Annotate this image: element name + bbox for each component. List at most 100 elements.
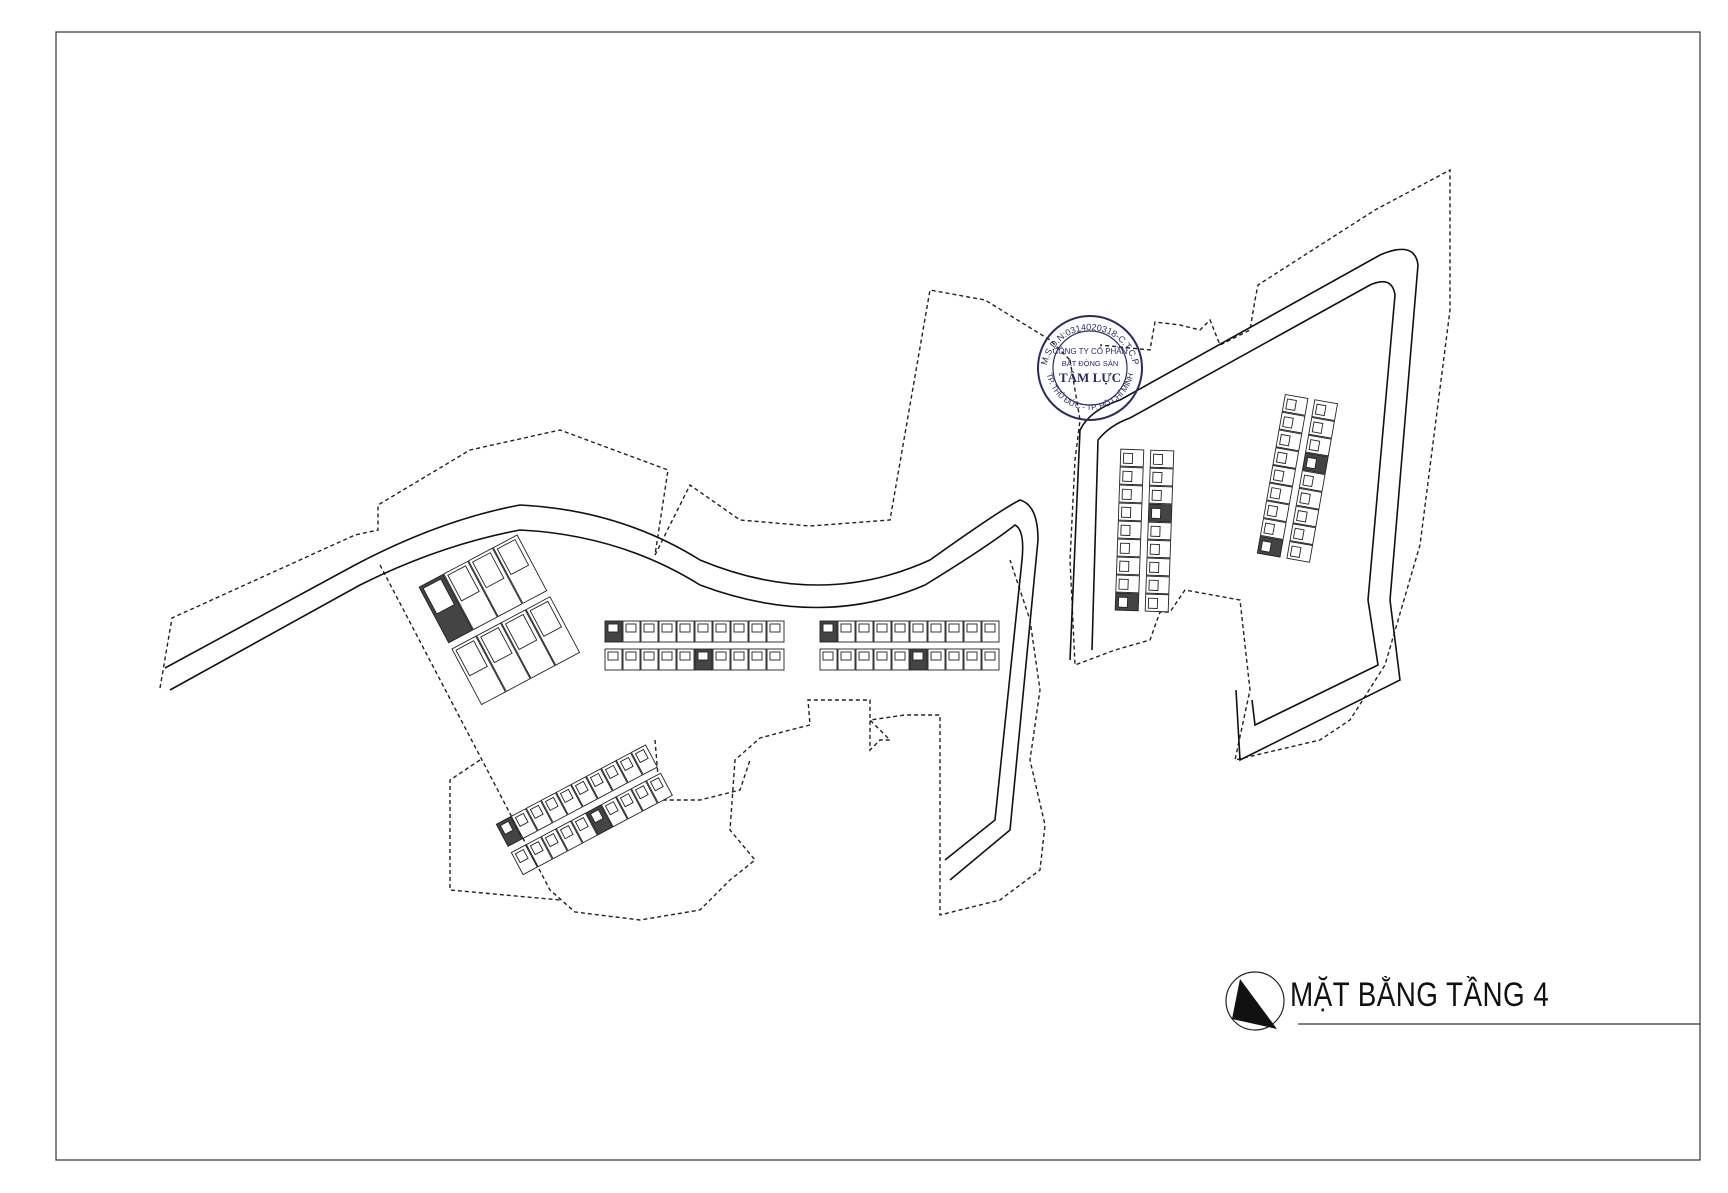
room bbox=[480, 627, 513, 664]
room bbox=[604, 764, 619, 780]
room bbox=[643, 623, 655, 633]
room bbox=[574, 780, 589, 796]
room bbox=[1149, 561, 1160, 573]
room bbox=[496, 538, 530, 576]
room bbox=[529, 600, 563, 637]
room bbox=[697, 651, 709, 661]
room bbox=[649, 777, 664, 792]
room bbox=[455, 640, 488, 677]
room bbox=[984, 651, 996, 661]
north-arrow-icon bbox=[1225, 971, 1285, 1031]
room bbox=[1266, 504, 1279, 518]
room bbox=[876, 623, 888, 633]
room bbox=[544, 832, 559, 848]
room bbox=[1117, 596, 1129, 608]
building-a1 bbox=[418, 534, 581, 706]
room bbox=[769, 651, 781, 661]
room bbox=[574, 817, 589, 832]
room bbox=[422, 578, 456, 615]
site-boundary-inner bbox=[654, 739, 751, 801]
room bbox=[1314, 403, 1327, 417]
room bbox=[1263, 522, 1276, 536]
site-boundary-west bbox=[159, 289, 1071, 689]
room bbox=[840, 623, 852, 633]
room bbox=[840, 651, 852, 661]
room bbox=[1150, 507, 1162, 519]
room bbox=[1285, 398, 1297, 411]
room bbox=[607, 623, 619, 633]
room bbox=[1272, 469, 1285, 482]
room bbox=[966, 651, 978, 661]
room bbox=[894, 651, 906, 661]
room bbox=[1149, 543, 1160, 555]
room bbox=[499, 820, 514, 835]
room bbox=[733, 623, 745, 633]
room bbox=[559, 825, 574, 840]
room bbox=[447, 565, 480, 602]
room bbox=[912, 623, 924, 633]
stamp-line-1: CÔNG TY CỔ PHẦN bbox=[1053, 346, 1128, 356]
room bbox=[679, 651, 691, 661]
room bbox=[514, 848, 529, 864]
room bbox=[751, 651, 763, 661]
room bbox=[1148, 579, 1159, 591]
room bbox=[984, 623, 996, 633]
site-boundary-south bbox=[379, 559, 1046, 921]
room bbox=[589, 772, 604, 788]
room bbox=[751, 623, 763, 633]
room bbox=[625, 623, 637, 633]
room bbox=[822, 651, 834, 661]
room bbox=[715, 651, 727, 661]
room bbox=[966, 623, 978, 633]
room bbox=[1120, 524, 1131, 536]
room bbox=[607, 651, 619, 661]
building-c2 bbox=[1256, 394, 1339, 563]
room bbox=[619, 793, 634, 808]
room bbox=[715, 623, 727, 633]
room bbox=[1308, 439, 1321, 452]
room bbox=[634, 785, 649, 800]
stamp-line-2: BẤT ĐỘNG SẢN bbox=[1062, 358, 1119, 368]
building-blocks bbox=[418, 394, 1339, 876]
room bbox=[529, 840, 544, 856]
room bbox=[625, 651, 637, 661]
drawing-title: MẶT BẰNG TẦNG 4 bbox=[1290, 976, 1550, 1014]
room bbox=[559, 788, 574, 804]
road-east-inner bbox=[1091, 280, 1396, 727]
room bbox=[1119, 560, 1130, 572]
room bbox=[912, 651, 924, 661]
room bbox=[544, 796, 559, 812]
room bbox=[930, 651, 942, 661]
room bbox=[1296, 510, 1308, 523]
room bbox=[1151, 489, 1162, 502]
room bbox=[1305, 456, 1318, 470]
room bbox=[876, 651, 888, 661]
room bbox=[679, 623, 691, 633]
room bbox=[1120, 506, 1132, 518]
room bbox=[504, 613, 538, 651]
room bbox=[514, 812, 529, 827]
room bbox=[948, 651, 960, 661]
room bbox=[1289, 545, 1302, 558]
room bbox=[894, 623, 906, 633]
room bbox=[948, 623, 960, 633]
room bbox=[604, 801, 619, 816]
building-c1 bbox=[1114, 448, 1175, 613]
building-b2 bbox=[819, 620, 1000, 671]
room bbox=[643, 651, 655, 661]
room bbox=[529, 804, 544, 820]
room bbox=[1152, 471, 1163, 484]
company-stamp: M.S.D.N:0314020318-C.T.C.P TP. THỦ ĐỨC -… bbox=[1037, 315, 1143, 421]
room bbox=[661, 623, 673, 633]
room bbox=[858, 651, 870, 661]
room bbox=[1122, 452, 1134, 464]
room bbox=[1122, 470, 1133, 482]
room bbox=[661, 651, 673, 661]
room bbox=[1118, 578, 1129, 590]
room bbox=[733, 651, 745, 661]
room bbox=[1260, 540, 1272, 553]
room bbox=[619, 756, 634, 772]
building-b1 bbox=[604, 620, 785, 671]
room bbox=[1119, 542, 1130, 554]
